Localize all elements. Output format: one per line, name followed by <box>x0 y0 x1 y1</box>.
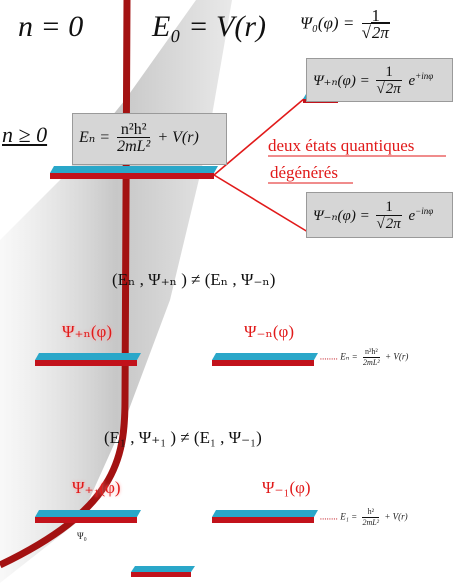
en-lhs: Eₙ = <box>79 129 111 147</box>
en-small-rhs: + V(r) <box>385 351 409 362</box>
e0-label: E₀ = V(r) <box>152 10 266 43</box>
psi0-den: 2π <box>370 22 390 42</box>
psi-plus-sup: +inφ <box>415 70 434 81</box>
psi-minus-lhs: Ψ₋ₙ(φ) = <box>313 207 370 224</box>
plate-psi-plus-n <box>35 353 141 366</box>
connector-lower <box>213 174 309 233</box>
psi0-small-label: Ψ₀ <box>77 531 87 541</box>
psi0-num: 1 <box>361 7 390 24</box>
plate-psi-minus-1 <box>212 510 318 523</box>
psi-plus-exp: e <box>408 72 416 89</box>
psi0-equation: Ψ₀(φ) = 1√2π <box>300 6 390 42</box>
psi-plus-den: 2π <box>384 80 402 97</box>
dots-n: ........ <box>320 351 338 362</box>
connector-upper <box>213 97 306 176</box>
psi0-lhs: Ψ₀(φ) = <box>300 13 355 33</box>
e1-small-rhs: + V(r) <box>384 511 408 522</box>
psi-plus-n-box: Ψ₊ₙ(φ) = 1√2π e+inφ <box>306 58 453 102</box>
e1-small-lhs: E₁ = <box>340 511 358 522</box>
plate-psi-plus-1 <box>35 510 141 523</box>
plate-nge <box>50 166 218 179</box>
en-num: n²h² <box>117 122 151 138</box>
e1-small-den: 2mL² <box>362 518 380 527</box>
psi-minus-den: 2π <box>384 215 402 232</box>
psi-plus-n-label: Ψ₊ₙ(φ) <box>62 322 113 341</box>
en-small-num: n²h² <box>362 347 380 358</box>
degenerate-line1: deux états quantiques <box>268 136 415 155</box>
en-den: 2mL² <box>117 138 151 155</box>
psi-plus-1-label: Ψ₊₁(φ) <box>72 478 121 497</box>
psi-plus-lhs: Ψ₊ₙ(φ) = <box>313 72 370 89</box>
plate-ground <box>131 566 195 577</box>
n-pair-inequality: (Eₙ , Ψ₊ₙ ) ≠ (Eₙ , Ψ₋ₙ) <box>112 270 276 289</box>
degenerate-line2: dégénérés <box>270 163 338 182</box>
psi-minus-n-box: Ψ₋ₙ(φ) = 1√2π e−inφ <box>306 192 453 238</box>
plate-psi-minus-n <box>212 353 318 366</box>
e1-small-num: h² <box>362 507 380 518</box>
en-small-den: 2mL² <box>363 358 380 367</box>
psi-plus-num: 1 <box>376 65 402 81</box>
nge-label: n ≥ 0 <box>2 122 48 147</box>
psi-minus-num: 1 <box>376 200 402 216</box>
dots-1: ........ <box>320 511 338 522</box>
psi-minus-n-label: Ψ₋ₙ(φ) <box>244 322 295 341</box>
one-pair-inequality: (E₁ , Ψ₊₁ ) ≠ (E₁ , Ψ₋₁) <box>104 428 262 447</box>
n0-label: n = 0 <box>18 10 84 43</box>
psi-minus-sup: −inφ <box>415 205 434 216</box>
en-small-lhs: Eₙ = <box>340 351 358 362</box>
en-rhs: + V(r) <box>157 129 199 147</box>
psi-minus-exp: e <box>408 207 416 224</box>
psi-minus-1-label: Ψ₋₁(φ) <box>262 478 311 497</box>
